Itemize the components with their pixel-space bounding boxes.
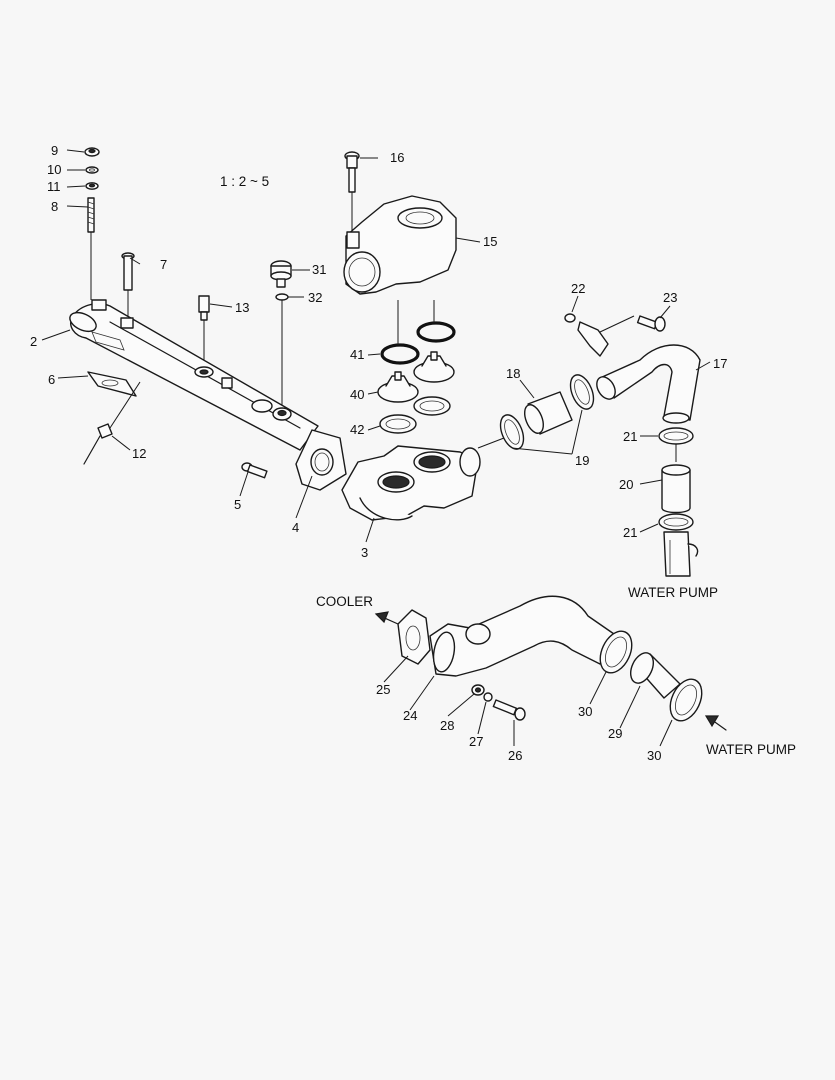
callout-5: 5 [234, 497, 241, 512]
cooler-label: COOLER [316, 594, 373, 609]
callout-leaders [41, 149, 711, 747]
callout-17: 17 [713, 356, 727, 371]
callout-13: 13 [235, 300, 249, 315]
callout-41: 41 [350, 347, 364, 362]
water-pump-stub-upper [663, 531, 699, 577]
callout-25: 25 [376, 682, 390, 697]
water-pump-label-lower: WATER PUMP [706, 742, 796, 757]
callout-11: 11 [47, 179, 61, 194]
hose-part-18 [523, 391, 573, 435]
plug-part-31 [270, 260, 292, 288]
callout-10: 10 [47, 162, 61, 177]
callout-22: 22 [571, 281, 585, 296]
callout-23: 23 [663, 290, 677, 305]
bolt-part-23 [636, 315, 666, 332]
callout-numbers: 9 10 11 8 7 13 31 32 16 15 2 6 12 5 4 3 … [30, 143, 727, 763]
callout-32: 32 [308, 290, 322, 305]
callout-4: 4 [292, 520, 299, 535]
gasket-part-6 [87, 371, 137, 397]
callout-18: 18 [506, 366, 520, 381]
callout-16: 16 [390, 150, 404, 165]
gasket-part-42 [379, 396, 451, 434]
callout-40: 40 [350, 387, 364, 402]
clamp-part-30-left [599, 630, 633, 674]
water-pump-label-upper: WATER PUMP [628, 585, 718, 600]
gasket-part-25 [397, 609, 431, 665]
clamp-part-30-right [669, 678, 703, 722]
sensor-part-12 [83, 381, 141, 465]
hose-part-29 [629, 652, 681, 699]
callout-30-right: 30 [647, 748, 661, 763]
elbow-pipe-part-17 [596, 344, 701, 424]
bolt-part-5 [241, 462, 268, 479]
washer-part-28 [471, 684, 485, 696]
bolt-part-16 [344, 151, 360, 232]
bolt-part-26 [492, 699, 526, 721]
scale-note: 1 : 2 ~ 5 [220, 174, 269, 189]
clamp-part-21-lower [658, 513, 694, 531]
callout-21-lower: 21 [623, 525, 637, 540]
pipe-part-24 [429, 595, 615, 677]
arrow-from-water-pump [704, 715, 727, 731]
callout-27: 27 [469, 734, 483, 749]
thermostat-housing-part-3 [341, 445, 481, 521]
sender-part-13 [198, 295, 210, 368]
callout-7: 7 [160, 257, 167, 272]
nut-part-9 [84, 147, 100, 157]
callout-42: 42 [350, 422, 364, 437]
washer-part-27 [483, 692, 493, 702]
lock-washer-part-11 [85, 182, 99, 190]
callout-6: 6 [48, 372, 55, 387]
seal-ring-part-32 [275, 293, 289, 408]
clamp-part-19-right [569, 374, 595, 410]
callout-9: 9 [51, 143, 58, 158]
callout-12: 12 [132, 446, 146, 461]
callout-29: 29 [608, 726, 622, 741]
callout-3: 3 [361, 545, 368, 560]
callout-30-left: 30 [578, 704, 592, 719]
callout-15: 15 [483, 234, 497, 249]
callout-24: 24 [403, 708, 417, 723]
callout-20: 20 [619, 477, 633, 492]
arrow-to-cooler [374, 611, 399, 625]
washer-part-22 [564, 313, 576, 323]
callout-19: 19 [575, 453, 589, 468]
callout-26: 26 [508, 748, 522, 763]
callout-2: 2 [30, 334, 37, 349]
flange-gasket-part-4 [295, 429, 347, 491]
callout-8: 8 [51, 199, 58, 214]
bracket-part-22 [577, 321, 609, 357]
callout-21-upper: 21 [623, 429, 637, 444]
o-ring-part-41 [380, 321, 456, 365]
callout-28: 28 [440, 718, 454, 733]
thermostat-cover-part-15 [343, 195, 457, 295]
thermostat-part-40 [377, 351, 455, 403]
washer-part-10 [85, 166, 99, 174]
stud-part-8 [87, 197, 95, 300]
callout-31: 31 [312, 262, 326, 277]
clamp-part-21-upper [658, 427, 694, 445]
bolt-part-7 [121, 252, 135, 320]
clamp-part-19-left [499, 414, 525, 450]
hose-part-20 [661, 464, 691, 514]
